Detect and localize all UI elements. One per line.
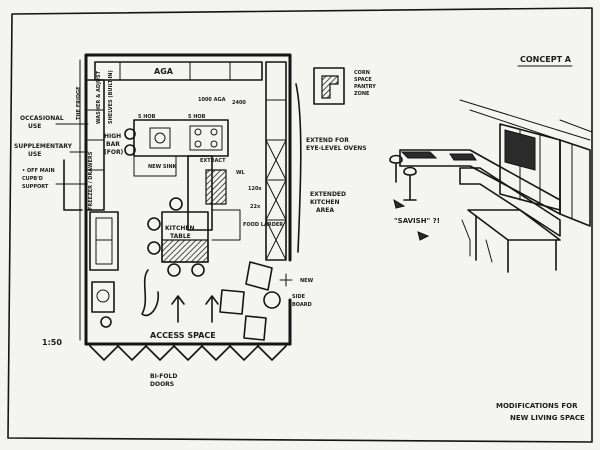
- left-note-2: USE: [28, 123, 41, 130]
- bifold-label-2: DOORS: [150, 381, 174, 388]
- vertical-note-left: FREEZER / DRAWERS: [88, 151, 94, 210]
- sheet-border: [7, 7, 593, 443]
- plan-outer-wall: [84, 53, 292, 346]
- vertical-notes: THE FRIDGE WASHER & ADJUST SHELVES (BUIL…: [76, 70, 114, 210]
- left-note-5: • OFF MAIN: [22, 168, 55, 174]
- high-bar-2: BAR: [106, 141, 120, 148]
- aga-label: AGA: [154, 67, 174, 76]
- bar-stools: [124, 128, 136, 156]
- bifold-doors: [89, 345, 287, 361]
- floor-plan: [79, 53, 293, 361]
- perspective-note: "SAVISH" ?!: [394, 217, 440, 225]
- caption-line-2: NEW LIVING SPACE: [510, 414, 585, 422]
- high-bar-3: (FOR): [104, 149, 124, 156]
- perspective-sketch: [389, 99, 593, 273]
- table-label-1: KITCHEN: [165, 225, 195, 232]
- caption-line-1: MODIFICATIONS FOR: [496, 402, 578, 410]
- left-note-6: CUPB'D: [22, 176, 43, 182]
- pantry-note-4: ZONE: [354, 91, 370, 97]
- corner-note-2: BOARD: [292, 302, 312, 308]
- island-sink-label: 1000 AGA: [198, 97, 226, 103]
- peninsula-counter: [187, 155, 241, 241]
- wall-note: NEW: [300, 278, 314, 284]
- bifold-label-1: BI-FOLD: [150, 373, 177, 380]
- kitchen-table: [147, 197, 209, 277]
- left-margin-notes: OCCASIONAL USE SUPPLEMENTARY USE • OFF M…: [14, 115, 89, 211]
- kitchen-island: [133, 119, 229, 177]
- vertical-note-2: WASHER & ADJUST: [96, 70, 102, 124]
- right-note-4: KITCHEN: [310, 199, 340, 206]
- right-note-1: EXTEND FOR: [306, 137, 349, 144]
- left-units: [87, 79, 105, 211]
- island-note-1: 5 HOB: [138, 114, 156, 120]
- pantry-note-1: CORN: [354, 70, 370, 76]
- top-counter-run: [94, 61, 263, 81]
- access-space-label: ACCESS SPACE: [150, 331, 216, 340]
- plan-right-notes: EXTEND FOR EYE-LEVEL OVENS EXTENDED KITC…: [292, 83, 367, 308]
- left-note-3: SUPPLEMENTARY: [14, 143, 73, 150]
- left-note-4: USE: [28, 151, 41, 158]
- island-hob-label: 5 HOB: [188, 114, 206, 120]
- window-tag: WL: [236, 170, 246, 176]
- concept-title: CONCEPT A: [520, 55, 572, 64]
- plan-figure-sketch: [141, 269, 160, 317]
- food-larder-label: FOOD LARDER: [243, 222, 283, 228]
- left-note-1: OCCASIONAL: [20, 115, 64, 122]
- right-note-5: AREA: [316, 207, 334, 214]
- island-note-3: NEW SINK: [148, 164, 178, 170]
- wall-tag-b: 22x: [250, 204, 261, 210]
- pantry-inset: CORN SPACE PANTRY ZONE: [313, 67, 376, 105]
- vertical-note-3: SHELVES (BUILT-IN): [108, 70, 114, 124]
- table-label-2: TABLE: [170, 233, 191, 240]
- pantry-note-2: SPACE: [354, 77, 372, 83]
- access-arrows: [171, 295, 219, 323]
- left-note-7: SUPPORT: [22, 184, 49, 190]
- right-note-2: EYE-LEVEL OVENS: [306, 145, 367, 152]
- armchairs: [91, 261, 281, 341]
- wall-tag-a: 120x: [248, 186, 262, 192]
- pantry-note-3: PANTRY: [354, 84, 376, 90]
- vertical-note-1: THE FRIDGE: [76, 86, 82, 120]
- tall-units-right: [265, 61, 287, 261]
- right-note-3: EXTENDED: [310, 191, 346, 198]
- island-note-2: EXTRACT: [200, 158, 226, 164]
- sofa: [89, 211, 119, 271]
- corner-note-1: SIDE: [292, 294, 306, 300]
- stair-tag: 2400: [232, 100, 246, 106]
- high-bar-1: HIGH: [104, 133, 121, 140]
- scale-label: 1:50: [42, 338, 62, 347]
